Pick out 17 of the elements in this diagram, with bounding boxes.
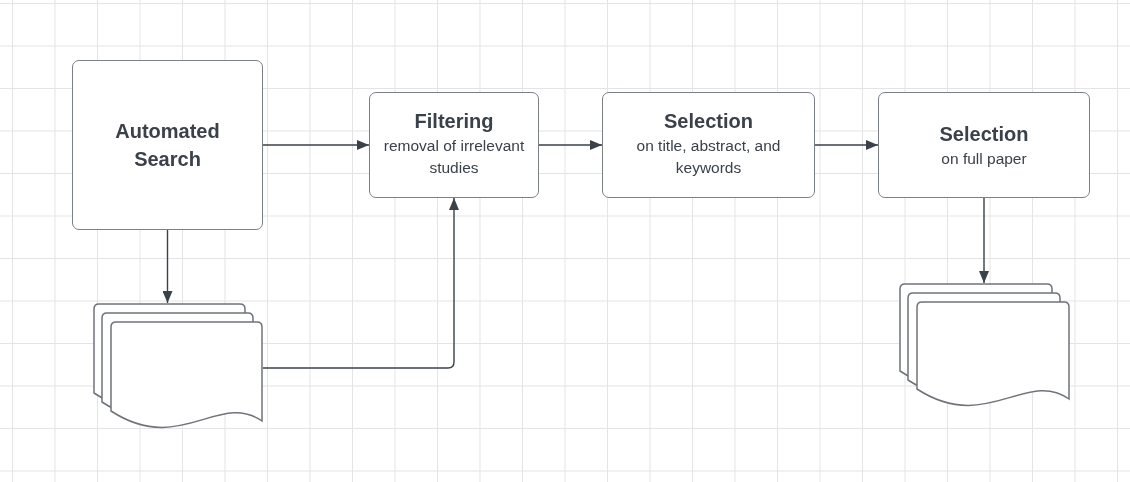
- arrow: [814, 140, 879, 150]
- step-title: Selection: [664, 109, 753, 134]
- step-description: removal of irrelevant studies: [382, 136, 526, 178]
- step-title: Selection: [939, 122, 1029, 148]
- arrow: [538, 140, 603, 150]
- process-box: [369, 92, 539, 198]
- step-title: Automated Search: [114, 119, 221, 172]
- process-box: [72, 60, 263, 230]
- process-box: [602, 92, 815, 198]
- arrow: [262, 140, 370, 150]
- step-title: Filtering: [414, 109, 494, 134]
- step-description: on full paper: [941, 149, 1027, 170]
- process-box: [878, 92, 1090, 198]
- step-description: on title, abstract, and keywords: [635, 136, 782, 178]
- arrow: [262, 197, 459, 369]
- arrow: [979, 197, 989, 284]
- arrow: [162, 229, 173, 304]
